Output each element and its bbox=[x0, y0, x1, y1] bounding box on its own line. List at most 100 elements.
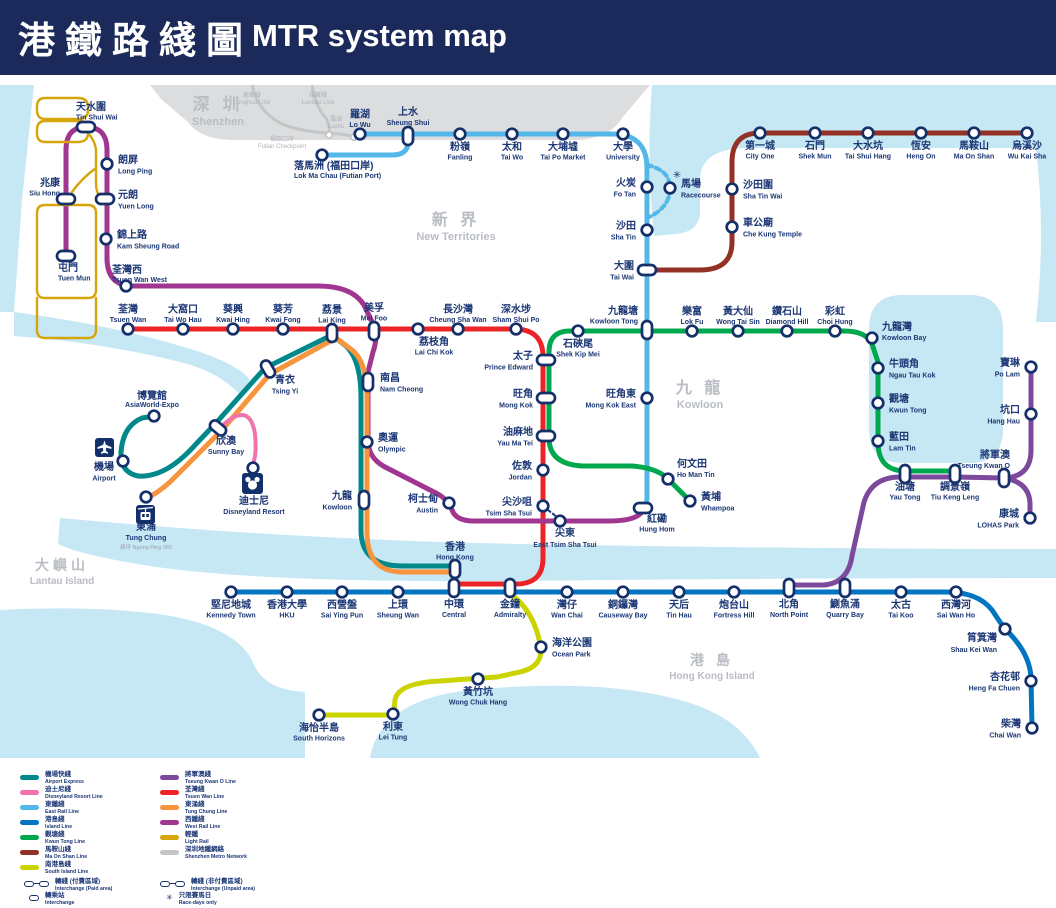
station-marker[interactable] bbox=[998, 622, 1012, 636]
interchange-marker[interactable] bbox=[447, 577, 461, 599]
station-marker[interactable] bbox=[865, 331, 879, 345]
interchange-marker[interactable] bbox=[948, 463, 962, 485]
station-marker[interactable] bbox=[640, 223, 654, 237]
station-marker[interactable] bbox=[1024, 407, 1038, 421]
station-marker[interactable] bbox=[861, 126, 875, 140]
station-marker[interactable] bbox=[226, 322, 240, 336]
interchange-marker[interactable] bbox=[632, 501, 654, 515]
station-marker[interactable] bbox=[224, 585, 238, 599]
station-marker[interactable] bbox=[753, 126, 767, 140]
station-marker[interactable] bbox=[725, 182, 739, 196]
station-marker[interactable] bbox=[386, 707, 400, 721]
interchange-marker[interactable] bbox=[325, 322, 339, 344]
station-marker[interactable] bbox=[808, 126, 822, 140]
station-marker[interactable] bbox=[731, 324, 745, 338]
interchange-marker[interactable] bbox=[636, 263, 658, 277]
station-marker[interactable] bbox=[556, 127, 570, 141]
interchange-marker[interactable] bbox=[535, 353, 557, 367]
interchange-marker[interactable] bbox=[259, 359, 277, 380]
station-marker[interactable] bbox=[505, 127, 519, 141]
station-marker[interactable] bbox=[100, 157, 114, 171]
station-marker[interactable] bbox=[139, 490, 153, 504]
station-marker[interactable] bbox=[176, 322, 190, 336]
station-marker[interactable] bbox=[411, 322, 425, 336]
interchange-marker[interactable] bbox=[997, 467, 1011, 489]
interchange-marker[interactable] bbox=[75, 120, 97, 134]
station-marker[interactable] bbox=[509, 322, 523, 336]
station-marker[interactable] bbox=[534, 640, 548, 654]
interchange-marker[interactable] bbox=[361, 371, 375, 393]
station-marker[interactable] bbox=[685, 324, 699, 338]
station-marker[interactable] bbox=[147, 409, 161, 423]
station-marker[interactable] bbox=[276, 322, 290, 336]
interchange-marker[interactable] bbox=[367, 320, 381, 342]
station-marker[interactable] bbox=[121, 322, 135, 336]
interchange-marker[interactable] bbox=[503, 577, 517, 599]
station-marker[interactable] bbox=[471, 672, 485, 686]
station-marker[interactable] bbox=[672, 585, 686, 599]
station-marker[interactable] bbox=[280, 585, 294, 599]
interchange-marker[interactable] bbox=[838, 577, 852, 599]
station-marker[interactable] bbox=[894, 585, 908, 599]
interchange-marker[interactable] bbox=[55, 249, 77, 263]
station-marker[interactable] bbox=[451, 322, 465, 336]
station-marker[interactable] bbox=[616, 585, 630, 599]
station-marker[interactable] bbox=[560, 585, 574, 599]
